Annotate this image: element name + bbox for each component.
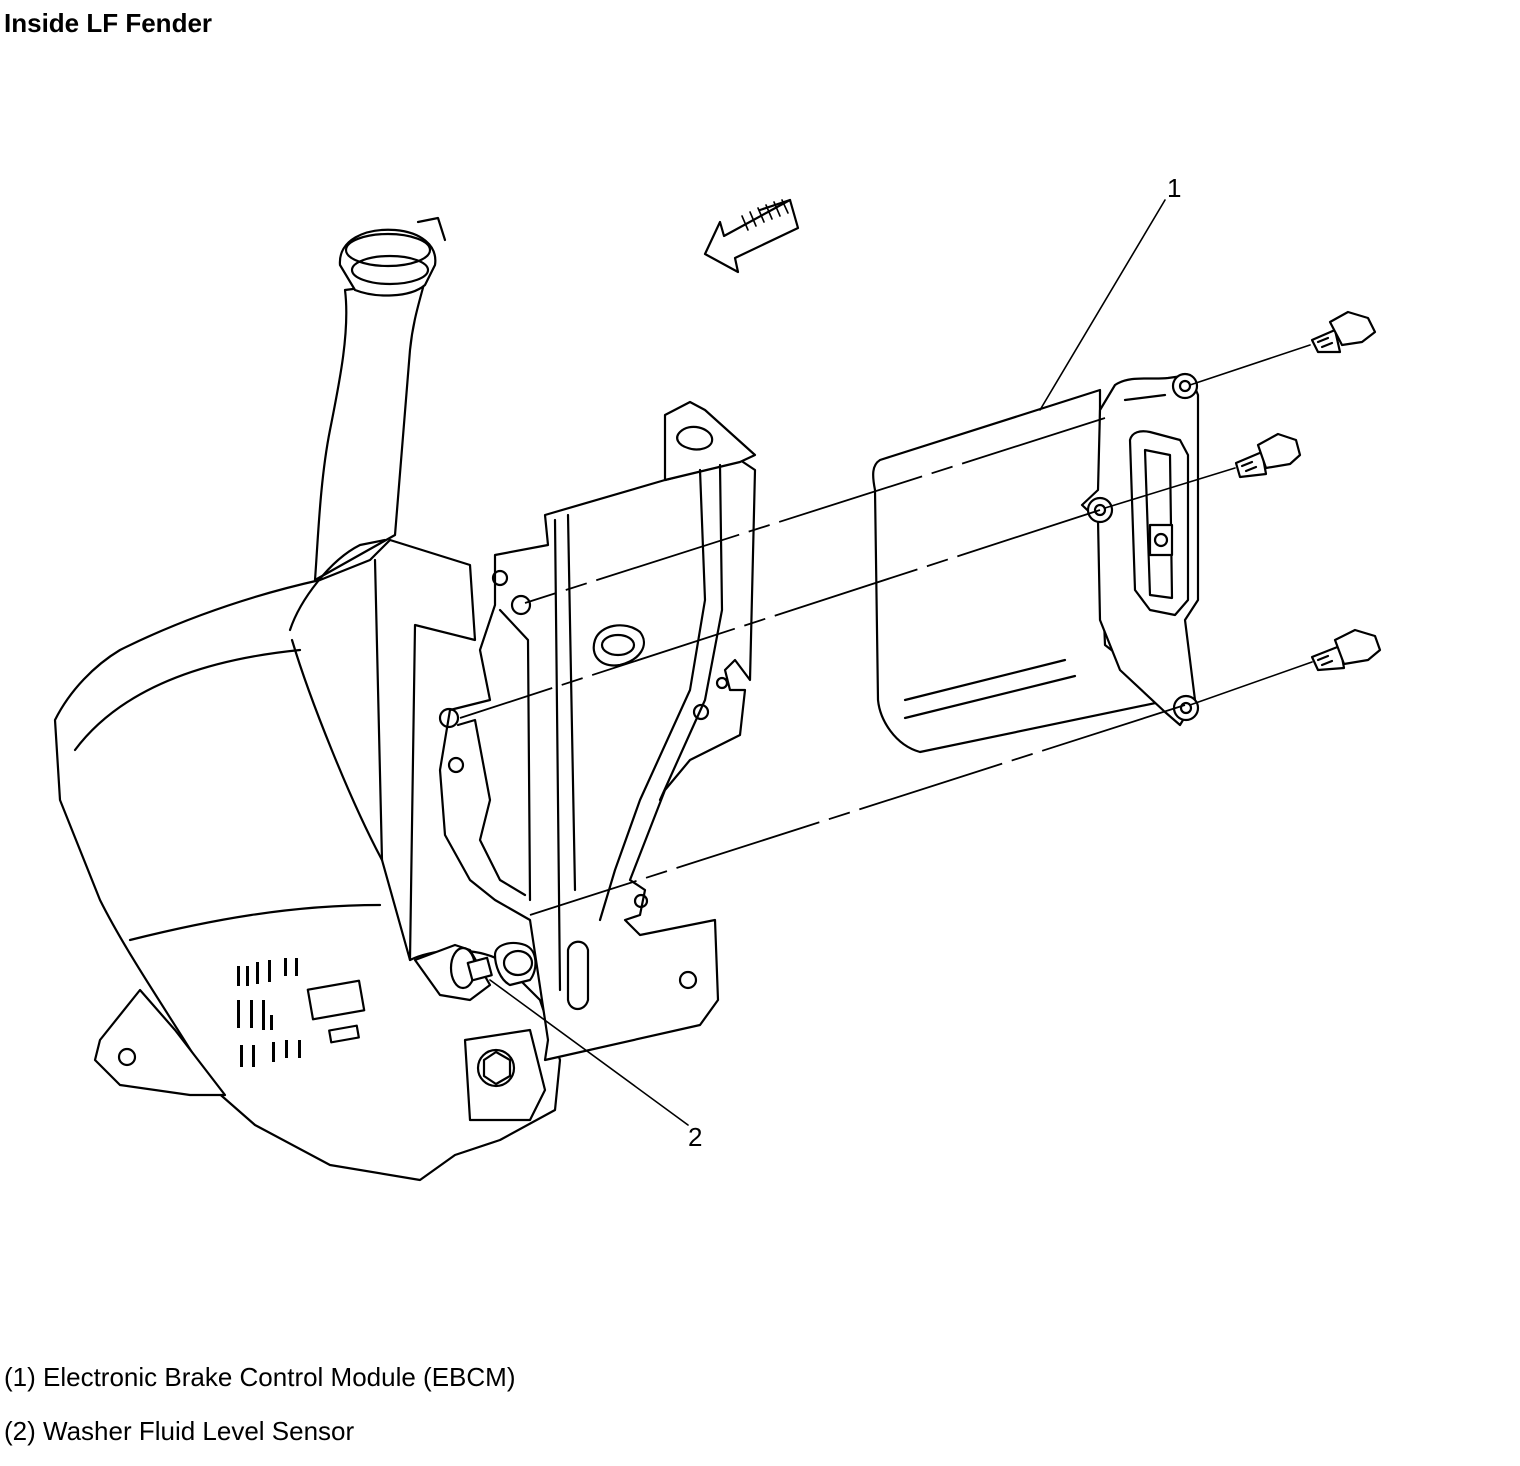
legend-item-washer-sensor: (2) Washer Fluid Level Sensor <box>4 1416 355 1446</box>
ebcm-module <box>872 372 1200 754</box>
callout-number-2: 2 <box>688 1122 702 1152</box>
ebcm-bolt-upper <box>1310 310 1377 354</box>
molded-markings <box>237 958 366 1067</box>
ebcm-mounting-bracket <box>438 400 757 1062</box>
callout-number-1: 1 <box>1167 173 1181 203</box>
exploded-view-diagram: 1 2 <box>53 173 1382 1182</box>
callout-1: 1 <box>1039 173 1181 411</box>
ebcm-bolt-lower <box>1310 628 1382 672</box>
washer-fluid-level-sensor <box>413 941 537 1002</box>
washer-fluid-reservoir <box>53 216 562 1182</box>
callout-2: 2 <box>489 979 702 1152</box>
ebcm-bolt-middle <box>1234 432 1302 479</box>
diagram-title: Inside LF Fender <box>4 8 213 38</box>
legend-item-ebcm: (1) Electronic Brake Control Module (EBC… <box>4 1362 516 1392</box>
alignment-lines <box>459 344 1313 916</box>
front-direction-arrow-icon <box>703 198 800 274</box>
